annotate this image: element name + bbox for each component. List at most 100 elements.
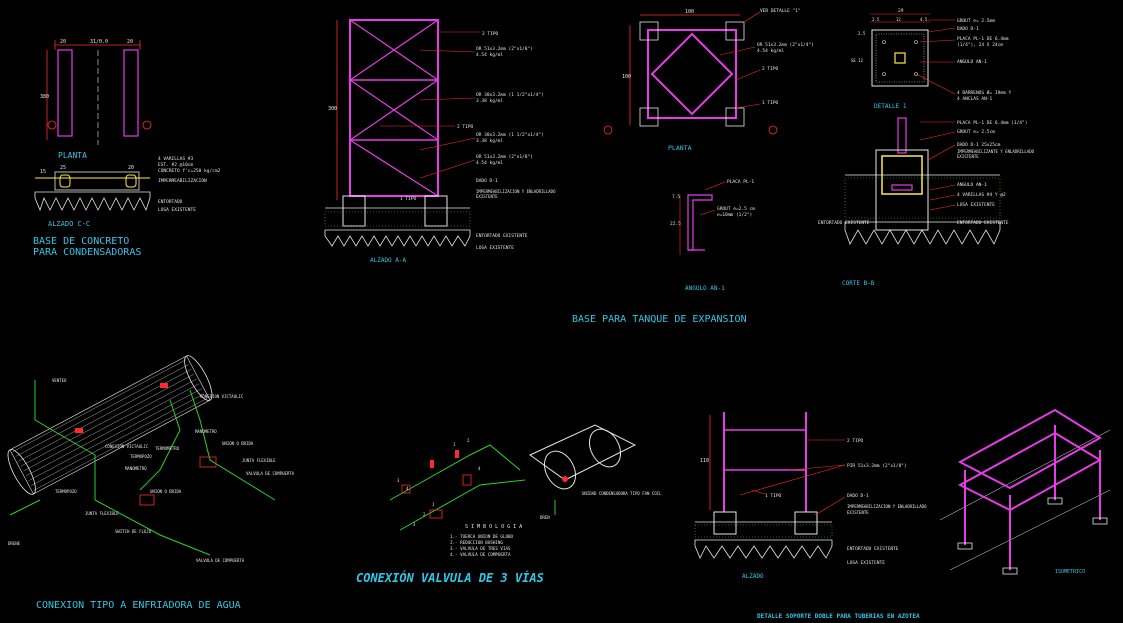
tank-stripe [28,388,202,481]
svg-text:LOSA EXISTENTE: LOSA EXISTENTE [158,207,196,213]
angulo-label: ANGULO AN-1 [685,285,725,292]
svg-text:DREN: DREN [540,515,550,520]
concrete-base-right [123,49,139,137]
planta-tanque: 100 100 VER DETALLE "1" OR 51x3.2mm (2"x… [603,8,814,152]
concrete-base-left [57,49,73,137]
svg-text:4: 4 [406,486,409,491]
svg-text:4.54 kg/ml: 4.54 kg/ml [476,160,503,166]
svg-text:2 TIPO: 2 TIPO [482,31,499,37]
svg-text:GROUT e= 2.5mm: GROUT e= 2.5mm [957,18,995,24]
tank-stripe [33,398,207,491]
svg-text:2 TIPO: 2 TIPO [762,66,779,72]
alzado-aa-label: ALZADO A-A [370,257,407,264]
svg-text:2 TIPO: 2 TIPO [457,124,474,130]
svg-text:(1/4"), 24 X 24cm: (1/4"), 24 X 24cm [957,42,1003,48]
svg-text:2.5: 2.5 [858,31,866,36]
isometrico-label: ISOMETRICO [1055,569,1085,575]
svg-text:1: 1 [453,442,456,447]
svg-text:15: 15 [40,169,46,175]
svg-text:PLACA PL-1 DE 6.4mm (1/4"): PLACA PL-1 DE 6.4mm (1/4") [957,120,1027,126]
svg-text:LOSA EXISTENTE: LOSA EXISTENTE [957,202,995,208]
svg-text:GROUT e= 2.5cm: GROUT e= 2.5cm [957,129,995,135]
svg-text:LOSA EXISTENTE: LOSA EXISTENTE [476,245,514,251]
svg-text:VALVULA DE COMPUERTA: VALVULA DE COMPUERTA [196,558,245,563]
base-concreto-title-1: BASE DE CONCRETO [33,236,129,247]
svg-text:TERMOPOZO: TERMOPOZO [55,489,77,494]
svg-text:100: 100 [685,9,694,15]
svg-text:1 TIPO: 1 TIPO [765,493,782,499]
tank-stripe [25,383,200,477]
enfriadora-title: CONEXION TIPO A ENFRIADORA DE AGUA [36,600,241,611]
svg-text:OR 51x3.2mm (2"x1/8"): OR 51x3.2mm (2"x1/8") [476,46,533,52]
svg-text:DADO D-1: DADO D-1 [957,26,979,32]
svg-text:25: 25 [60,165,66,171]
corte-bb-label: CORTE B-B [842,280,875,287]
tank-stripe [15,364,189,457]
svg-text:1 TIPO: 1 TIPO [762,100,779,106]
svg-text:7.5: 7.5 [672,194,680,200]
svg-text:4 BARRENOS Ø= 19mm Y: 4 BARRENOS Ø= 19mm Y [957,89,1011,96]
svg-text:4 VARILLAS #3: 4 VARILLAS #3 [158,156,194,162]
svg-text:IMPERMEABILIZACION Y ENLADRILL: IMPERMEABILIZACION Y ENLADRILLADO [476,189,556,194]
svg-text:VER DETALLE "1": VER DETALLE "1" [760,8,801,14]
svg-text:2: 2 [467,438,470,443]
svg-text:MANOMETRO: MANOMETRO [125,466,147,471]
svg-text:ANGULO AN-1: ANGULO AN-1 [957,182,987,188]
soporte-isometrico: ISOMETRICO [939,408,1111,575]
svg-text:PIR 51x3.2mm (2"x1/8"): PIR 51x3.2mm (2"x1/8") [847,463,907,469]
svg-text:ENTORTADO EXISTENTE: ENTORTADO EXISTENTE [847,546,899,552]
svg-text:4.- VALVULA DE COMPUERTA: 4.- VALVULA DE COMPUERTA [450,552,511,557]
svg-text:4 VARILLAS #4 Y @2: 4 VARILLAS #4 Y @2 [957,192,1006,198]
detalle-1-label: DETALLE 1 [874,103,907,110]
svg-text:JUNTA FLEXIBLE: JUNTA FLEXIBLE [85,511,119,516]
svg-text:300: 300 [328,106,337,112]
angulo-an1: 7.5 22.5 PLACA PL-1 GROUT e=2.5 cm e=10m… [670,179,755,292]
svg-text:DADO D-1: DADO D-1 [847,493,869,499]
svg-text:4.54 kg/ml: 4.54 kg/ml [476,52,503,58]
svg-text:22.5: 22.5 [670,221,681,227]
tanque-title: BASE PARA TANQUE DE EXPANSION [572,314,747,325]
svg-text:3: 3 [413,522,416,527]
valvula-title: CONEXIÓN VALVULA DE 3 VÍAS [356,570,544,585]
svg-text:1: 1 [432,502,435,507]
svg-text:1 TIPO: 1 TIPO [400,196,417,202]
soporte-alzado: 110 2 TIPO PIR 51x3.2mm (2"x1/8") 1 TIPO… [694,412,927,580]
svg-text:ENTORTADO EXISTENTE: ENTORTADO EXISTENTE [818,220,870,226]
svg-text:2.5: 2.5 [872,17,880,22]
svg-text:100: 100 [622,74,631,80]
svg-text:e=10mm (1/2"): e=10mm (1/2") [717,212,752,218]
planta-tanque-label: PLANTA [668,144,692,152]
svg-text:CONEXION VICTAULIC: CONEXION VICTAULIC [105,444,149,449]
dim-text: 20 [127,39,133,45]
svg-text:DRENE: DRENE [8,541,21,546]
svg-text:EXISTENTE: EXISTENTE [476,194,498,199]
svg-text:GROUT e=2.5 cm: GROUT e=2.5 cm [717,206,755,212]
svg-text:UNION O BRIDA: UNION O BRIDA [222,441,254,446]
simbologia-title: S I M B O L O G I A [465,524,522,530]
dim-text: 380 [40,94,49,100]
svg-text:JUNTA FLEXIBLE: JUNTA FLEXIBLE [242,458,276,463]
dim-text: 20 [60,39,66,45]
svg-text:OR 38x3.2mm (1 1/2"x1/4"): OR 38x3.2mm (1 1/2"x1/4") [476,132,544,138]
svg-text:110: 110 [700,458,709,464]
svg-text:29: 29 [898,8,904,14]
svg-text:2 TIPO: 2 TIPO [847,438,864,444]
svg-text:OR 51x3.2mm (2"x1/8"): OR 51x3.2mm (2"x1/8") [476,154,533,160]
alzado-cc-label: ALZADO C-C [48,220,90,228]
svg-text:IMPERMEABILIZANTE Y ENLADRILLA: IMPERMEABILIZANTE Y ENLADRILLADO [957,149,1035,154]
corte-bb: PLACA PL-1 DE 6.4mm (1/4") GROUT e= 2.5c… [818,117,1035,287]
svg-text:ENTORTADO EXISTENTE: ENTORTADO EXISTENTE [957,220,1009,226]
svg-text:3.38 kg/ml: 3.38 kg/ml [476,138,503,144]
svg-text:CONEXION VICTAULIC: CONEXION VICTAULIC [200,394,244,399]
detalle-1: 29 2.5 12 4.5 2.5 SE 12 GROUT e= 2.5mm D… [851,8,1011,110]
svg-text:VENTEO: VENTEO [52,378,67,383]
svg-text:LOSA EXISTENTE: LOSA EXISTENTE [847,560,885,566]
base-concreto-title-2: PARA CONDENSADORAS [33,247,141,258]
svg-text:EXISTENTE: EXISTENTE [847,510,869,515]
svg-text:VALVULA DE COMPUERTA: VALVULA DE COMPUERTA [246,471,295,476]
svg-text:TERMOMETRO: TERMOMETRO [155,446,180,451]
svg-text:OR 38x3.2mm (1 1/2"x1/4"): OR 38x3.2mm (1 1/2"x1/4") [476,92,544,98]
base-concreto-alzado: 4 VARILLAS #3 EST. #2 @10cm CONCRETO f'c… [33,156,221,258]
svg-text:4.54 kg/ml: 4.54 kg/ml [757,48,784,54]
svg-text:IMPERMEABILIZACION: IMPERMEABILIZACION [158,178,207,184]
